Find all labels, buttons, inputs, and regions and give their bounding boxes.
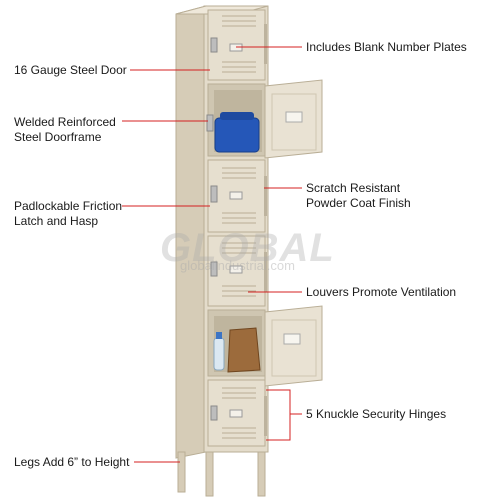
callout-hinges: 5 Knuckle Security Hinges: [306, 407, 447, 421]
latch-handle: [210, 37, 218, 53]
locker-door-4: [207, 235, 266, 307]
callout-number-plates: Includes Blank Number Plates: [306, 40, 467, 54]
security-hinges: [264, 24, 267, 436]
locker-door-3: [207, 159, 266, 233]
locker-door-6: [207, 379, 266, 447]
callout-powder-coat-line1: Scratch Resistant: [306, 181, 401, 195]
door-label-2: [285, 111, 303, 123]
padlock-latch: [210, 185, 218, 203]
callout-doorframe-line1: Welded Reinforced: [14, 115, 116, 129]
callout-legs: Legs Add 6” to Height: [14, 455, 130, 469]
open-door-2: [264, 79, 323, 159]
locker-legs: [177, 451, 266, 497]
paper-bag: [227, 327, 261, 373]
water-bottle: [213, 337, 225, 371]
watermark-url: globalindustrial.com: [180, 258, 295, 273]
callout-powder-coat-line2: Powder Coat Finish: [306, 196, 411, 210]
callout-louvers: Louvers Promote Ventilation: [306, 285, 457, 299]
locker-compartment-2: [206, 83, 266, 157]
doorframe-latch: [206, 114, 214, 132]
locker-door-1: [207, 9, 266, 81]
louvers-1: [222, 15, 256, 73]
leader-lines: [122, 46, 302, 463]
callout-steel-door: 16 Gauge Steel Door: [14, 63, 127, 77]
callout-doorframe-line2: Steel Doorframe: [14, 130, 102, 144]
open-door-5: [264, 305, 323, 387]
callout-latch-line1: Padlockable Friction: [14, 199, 123, 213]
blue-cooler-bag: [214, 117, 260, 153]
callout-latch-line2: Latch and Hasp: [14, 214, 99, 228]
locker-compartment-5: [207, 309, 266, 377]
watermark-brand: GLOBAL: [160, 226, 335, 270]
